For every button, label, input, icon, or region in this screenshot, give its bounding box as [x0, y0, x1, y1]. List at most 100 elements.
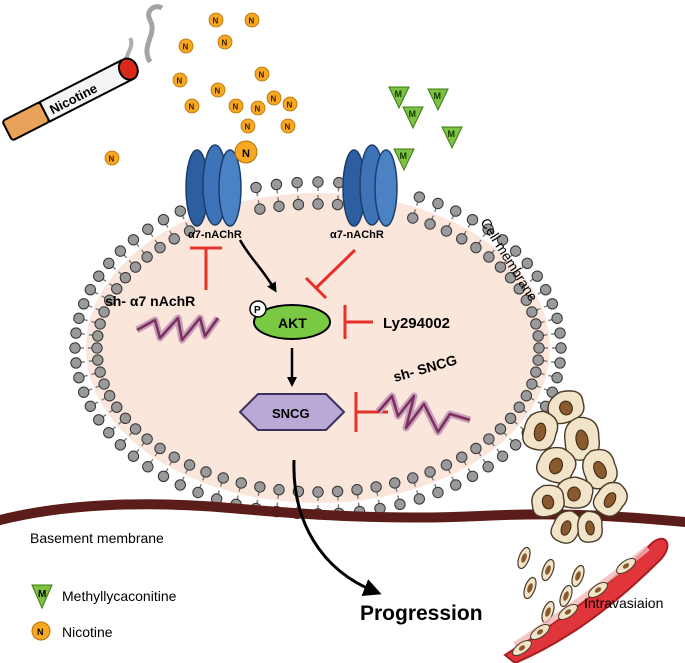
lipid-pair: [470, 223, 494, 254]
nicotine-molecule: N: [250, 100, 266, 116]
legend-label-nicotine: Nicotine: [62, 624, 113, 640]
nicotine-molecule: N: [184, 98, 200, 114]
svg-text:M: M: [434, 91, 442, 101]
lipid-pair: [70, 354, 104, 369]
lipid-pair: [504, 257, 533, 284]
svg-text:N: N: [249, 17, 255, 26]
svg-text:P: P: [254, 305, 261, 316]
vessel-cell: [530, 623, 550, 641]
methyllycaconitine-molecule: M: [441, 126, 463, 150]
lipid-pair: [84, 284, 116, 306]
svg-text:N: N: [245, 123, 251, 132]
svg-text:N: N: [222, 39, 228, 48]
lipid-pair: [270, 178, 285, 212]
lipid-pair: [494, 423, 522, 451]
legend-label-methyllycaconitine: Methyllycaconitine: [62, 588, 177, 604]
lipid-pair: [73, 366, 106, 384]
lipid-pair: [142, 223, 166, 254]
lipid-pair: [157, 213, 180, 245]
svg-text:M: M: [400, 151, 408, 161]
tumor-cell: [582, 448, 618, 490]
nicotine-molecule: N: [240, 118, 256, 134]
lipid-pair: [530, 312, 563, 330]
svg-text:M: M: [448, 129, 456, 139]
lipid-pair: [483, 433, 509, 462]
tumor-cell: [535, 446, 577, 484]
svg-text:N: N: [255, 105, 261, 114]
lipid-pair: [533, 342, 567, 354]
lipid-pair: [424, 466, 444, 499]
cigarette-icon: Nicotine: [2, 4, 164, 141]
inhibit-line-right-receptor: [314, 248, 357, 290]
phospho-icon: [249, 300, 267, 318]
legend: M Methyllycaconitine N Nicotine: [31, 584, 177, 641]
migrating-tumor-cell: [517, 546, 531, 570]
svg-text:N: N: [183, 43, 189, 52]
lipid-pair: [127, 433, 153, 462]
tumor-cell: [554, 476, 594, 509]
lipid-pair: [483, 234, 509, 263]
lipid-pair: [424, 197, 444, 230]
svg-text:N: N: [285, 123, 291, 132]
lipid-pair: [389, 477, 406, 511]
cell-cytoplasm: [86, 193, 550, 503]
lipid-pair: [494, 245, 522, 273]
legend-item-nicotine: N Nicotine: [31, 621, 113, 641]
vessel-cell: [558, 603, 578, 621]
lipid-pair: [114, 245, 142, 273]
blood-vessel: [503, 537, 669, 663]
nicotine-molecule: N: [228, 98, 244, 114]
tumor-cell: [577, 510, 603, 543]
lipid-pair: [407, 472, 426, 505]
svg-text:N: N: [271, 95, 277, 104]
lipid-pair: [73, 312, 106, 330]
nicotine-molecule: N: [217, 34, 233, 50]
lipid-pair: [157, 451, 180, 483]
receptor-right-label: α7-nAChR: [330, 229, 384, 241]
activation-arrow: [238, 239, 277, 293]
lipid-pair: [103, 257, 132, 284]
nicotine-icon: [31, 621, 51, 641]
lipid-pair: [530, 366, 563, 384]
sncg-label: SNCG: [272, 406, 310, 421]
svg-text:N: N: [287, 101, 293, 110]
lipid-pair: [77, 298, 110, 318]
intravasation-label: Intravasiaion: [584, 595, 663, 611]
methyllycaconitine-molecule: M: [402, 106, 424, 130]
progression-arrow: [292, 459, 382, 596]
svg-text:M: M: [409, 109, 417, 119]
migrating-tumor-cell: [571, 564, 585, 588]
lipid-pair: [174, 205, 196, 237]
svg-text:N: N: [215, 87, 221, 96]
svg-text:N: N: [109, 155, 115, 164]
lipid-pair: [440, 459, 462, 491]
basement-membrane-label: Basement membrane: [30, 530, 164, 546]
receptor-right: [342, 144, 398, 227]
nicotine-molecule: N: [210, 82, 226, 98]
nicotine-molecule: N: [178, 38, 194, 54]
migrating-tumor-cell: [559, 584, 573, 608]
nicotine-molecule: N: [244, 12, 260, 28]
invading-tumor-cells: [517, 390, 628, 624]
lipid-pair: [513, 270, 543, 295]
receptor-left: N: [185, 140, 258, 227]
migrating-tumor-cell: [541, 558, 555, 582]
nicotine-molecule: N: [254, 66, 270, 82]
tumor-cell: [522, 410, 559, 451]
nicotine-molecule: N: [282, 96, 298, 112]
lipid-pair: [532, 354, 566, 369]
lipid-pair: [312, 176, 324, 210]
lipid-pair: [70, 327, 104, 342]
lipid-pair: [114, 423, 142, 451]
svg-text:N: N: [233, 103, 239, 112]
nicotine-molecule: N: [104, 150, 120, 166]
tumor-cell: [547, 390, 585, 425]
lipid-pair: [456, 213, 479, 245]
vessel-cell: [616, 557, 636, 575]
lipid-pair: [69, 342, 103, 354]
lipid-pair: [174, 459, 196, 491]
lipid-pair: [103, 412, 132, 439]
methyllycaconitine-molecule: M: [393, 148, 415, 172]
